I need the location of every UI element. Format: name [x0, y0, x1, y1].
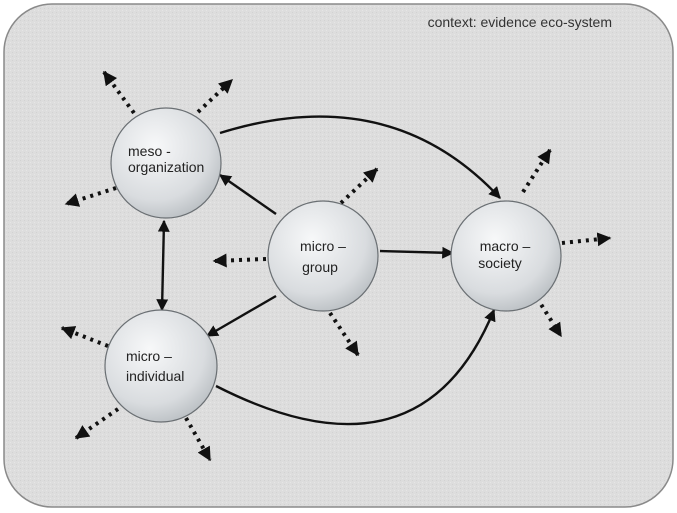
- edge-group-to-macro: [379, 246, 455, 259]
- dotted-arrow-macro-top-right: [521, 148, 552, 194]
- dotted-arrow-individual-bottom-left: [74, 407, 120, 440]
- dotted-arrow-meso-left: [64, 186, 117, 207]
- dotted-arrow-individual-bottom-right: [184, 417, 212, 462]
- node-group-line1: micro –: [300, 238, 346, 254]
- context-label: context: evidence eco-system: [428, 14, 612, 30]
- edge-individual-to-macro: [215, 308, 496, 426]
- dotted-arrow-individual-top-left: [60, 326, 109, 348]
- node-meso-line1: meso -: [128, 143, 171, 159]
- node-meso-line2: organization: [128, 159, 204, 175]
- node-individual-line1: micro –: [126, 348, 172, 364]
- dotted-arrow-group-left: [212, 253, 267, 268]
- node-micro-group: micro – group: [267, 200, 379, 312]
- node-group-line2: group: [302, 259, 338, 275]
- node-macro-line2: society: [478, 255, 522, 271]
- dotted-arrow-group-bottom: [328, 311, 360, 357]
- node-macro-society: macro – society: [450, 200, 562, 312]
- edge-meso-individual: [156, 219, 170, 312]
- edge-group-to-individual: [205, 294, 277, 338]
- node-macro-line1: macro –: [480, 238, 531, 254]
- dotted-arrow-macro-right: [561, 232, 612, 247]
- node-individual-line2: individual: [126, 368, 184, 384]
- dotted-arrow-group-top-right: [339, 167, 379, 205]
- edge-group-to-meso: [219, 174, 277, 215]
- dotted-arrow-meso-top-left: [102, 70, 136, 115]
- edge-meso-to-macro: [219, 115, 501, 199]
- node-micro-individual: micro – individual: [104, 309, 218, 423]
- node-meso-organization: meso - organization: [110, 107, 222, 219]
